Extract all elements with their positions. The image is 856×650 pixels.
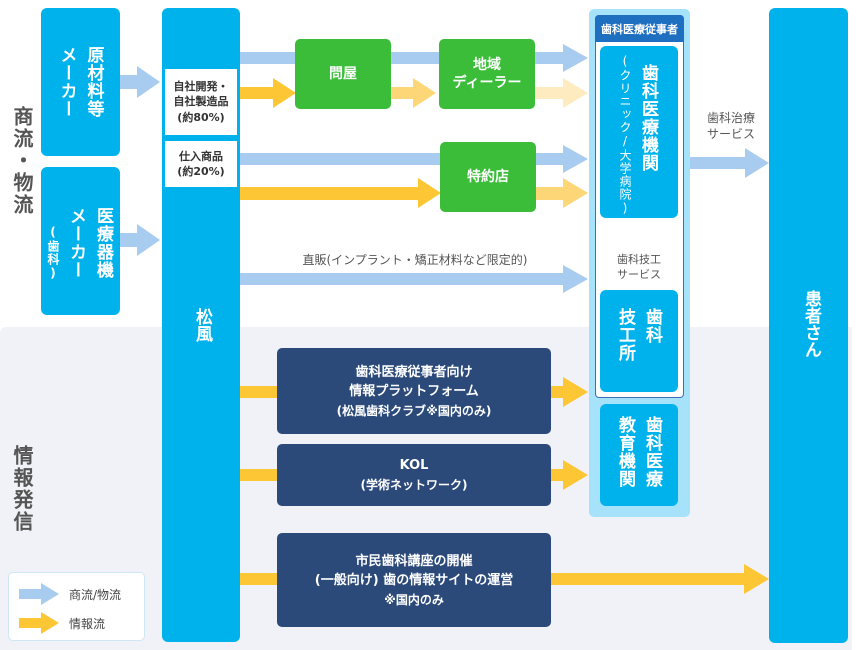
special-agent-box: 特約店 [440,142,536,212]
arrow-info-agent-to-clinic [535,178,588,208]
lab-service-line2: サービス [617,267,661,281]
dental-education-col1: 歯科医療 [642,416,662,488]
info-platform-line1: 歯科医療従事者向け [355,364,473,380]
regional-dealer-line2: ディーラー [452,75,522,91]
regional-dealer-box: 地域 ディーラー [439,39,535,109]
legend: 商流/物流 情報流 [8,572,145,641]
dental-professionals-header: 歯科医療従事者 [595,15,684,42]
raw-material-maker-box: 原材料等 メーカー [41,8,120,156]
arrow-info-platform-in [240,386,278,398]
arrow-info-to-agent [240,178,441,208]
legend-item-info: 情報流 [19,612,105,634]
product-purchased-box: 仕入商品 (約20%) [165,141,237,187]
treatment-service-line1: 歯科治療 [706,111,755,125]
arrow-treatment-service [690,148,769,178]
kol-line1: KOL [399,458,429,474]
treatment-service-line2: サービス [706,127,755,142]
arrow-info-kol-out [551,460,588,490]
arrow-commerce-row1 [240,44,588,72]
dental-note-label: (歯科) [46,225,60,281]
lab-service-label: 歯科技工 サービス [600,253,678,283]
dental-education-box: 歯科医療 教育機関 [600,404,678,506]
arrow-info-platform-out [551,377,588,407]
dental-education-col2: 教育機関 [615,416,635,488]
arrow-device-to-shofu [120,224,160,256]
public-outreach-line3: ※国内のみ [384,592,444,607]
yellow-arrow-icon [19,612,59,634]
arrow-info-dealer-to-clinic [533,78,588,108]
product-own-line3: (約80%) [177,110,225,124]
product-purchased-line1: 仕入商品 [179,149,223,163]
medical-device-maker-box: 医療器機 メーカー (歯科) [41,167,120,315]
public-outreach-line1: 市民歯科講座の開催 [355,553,473,569]
regional-dealer-line1: 地域 [473,56,501,73]
patient-label: 患者さん [801,290,821,358]
legend-item-commerce: 商流/物流 [19,583,121,605]
arrow-info-to-dealer [390,78,436,108]
blue-arrow-icon [19,583,59,605]
legend-label-info: 情報流 [69,616,106,631]
arrow-direct-sales [240,265,588,293]
product-own-box: 自社開発・ 自社製造品 (約80%) [165,69,237,135]
patient-box: 患者さん [769,8,848,643]
lab-service-line1: 歯科技工 [617,253,661,266]
direct-sales-label: 直販(インプラント・矯正材料など限定的) [302,253,528,267]
kol-box: KOL (学術ネットワーク) [277,444,551,506]
dental-institution-box: 歯科医療機関 (クリニック/大学病院) [600,46,678,218]
public-outreach-line2: (一般向け) 歯の情報サイトの運営 [314,573,514,588]
info-platform-box: 歯科医療従事者向け 情報プラットフォーム (松風歯科クラブ※国内のみ) [277,348,551,434]
product-own-line1: 自社開発・ [173,79,229,93]
arrow-info-public-in [240,573,278,585]
raw-material-label: 原材料等 [83,46,104,118]
kol-line2: (学術ネットワーク) [360,477,468,492]
section-label-information: 情報発信 [10,445,34,533]
dental-lab-col2: 技工所 [615,308,635,362]
dental-lab-box: 歯科 技工所 [600,290,678,392]
maker-label: メーカー [56,46,77,118]
public-outreach-box: 市民歯科講座の開催 (一般向け) 歯の情報サイトの運営 ※国内のみ [277,533,551,627]
arrow-info-kol-in [240,469,278,481]
info-platform-line2: 情報プラットフォーム [349,384,479,399]
arrow-info-public-out [551,564,769,594]
arrow-raw-to-shofu [120,66,160,98]
info-platform-line3: (松風歯科クラブ※国内のみ) [336,403,492,418]
treatment-service-label: 歯科治療 サービス [695,110,767,142]
arrow-info-to-wholesaler [240,78,296,108]
section-label-commerce: 商流・物流 [10,106,34,216]
legend-label-commerce: 商流/物流 [69,587,122,602]
dental-institution-label: 歯科医療機関 [638,64,658,172]
dental-institution-sub: (クリニック/大学病院) [618,54,632,216]
shofu-label: 松風 [192,308,212,342]
wholesaler-box: 問屋 [295,39,391,109]
shofu-box: 自社開発・ 自社製造品 (約80%) 仕入商品 (約20%) 松風 [162,8,240,642]
maker-label: メーカー [66,207,86,279]
product-purchased-line2: (約20%) [177,165,225,178]
medical-device-label: 医療器機 [93,207,113,279]
dental-lab-col1: 歯科 [642,308,662,344]
product-own-line2: 自社製造品 [173,95,229,109]
